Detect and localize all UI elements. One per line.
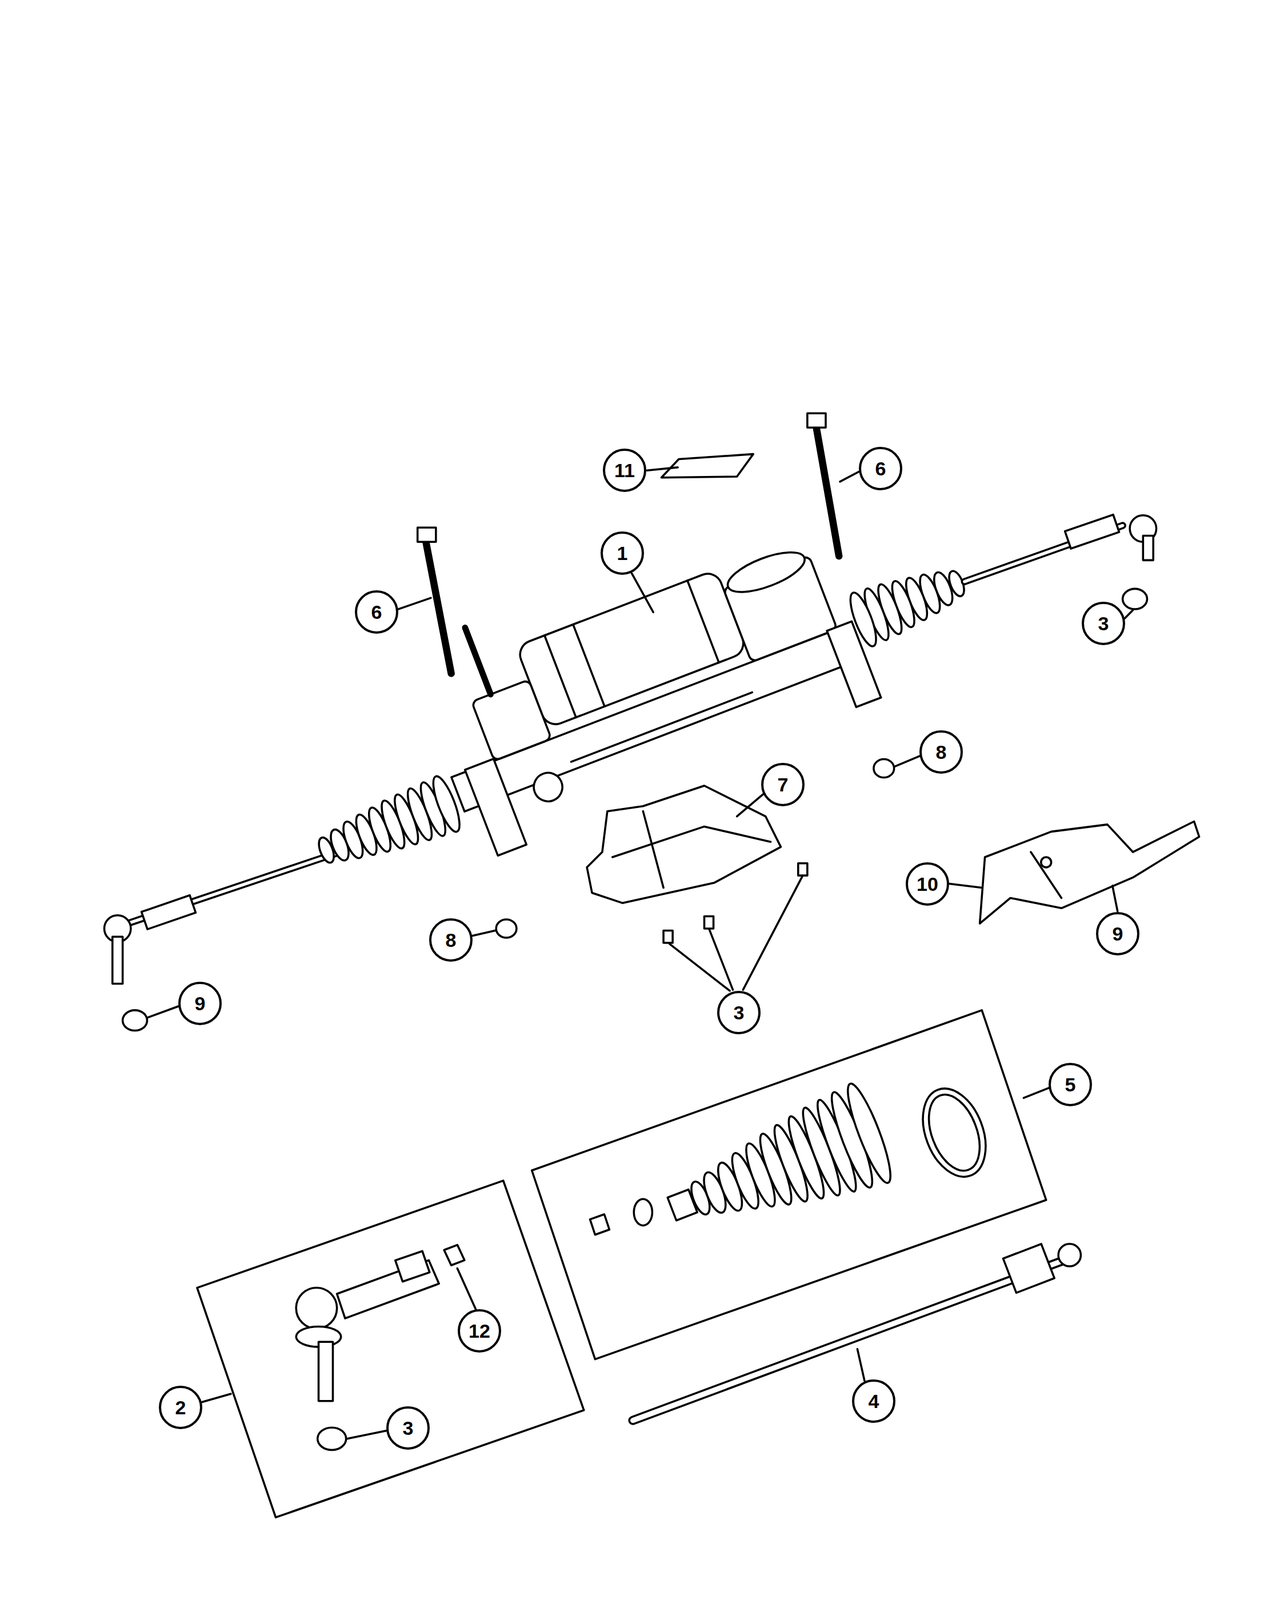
callout-number: 7 <box>761 762 805 807</box>
callout-number: 1 <box>600 531 644 575</box>
callout-number: 8 <box>429 918 473 962</box>
callout-number: 10 <box>905 862 950 906</box>
callout-number: 9 <box>178 981 222 1026</box>
callout-number: 3 <box>1081 601 1126 646</box>
callout-number: 4 <box>852 1379 896 1423</box>
callout-number: 3 <box>386 1406 430 1450</box>
callout-number: 8 <box>919 730 963 774</box>
callout-number: 11 <box>602 448 647 492</box>
callout-number: 3 <box>717 990 761 1035</box>
callout-number: 9 <box>1096 912 1140 956</box>
callout-number: 6 <box>354 590 399 634</box>
callout-number: 5 <box>1048 1062 1092 1107</box>
callout-number: 2 <box>158 1385 203 1430</box>
callout-number: 12 <box>457 1309 502 1353</box>
callout-number: 6 <box>858 446 903 491</box>
